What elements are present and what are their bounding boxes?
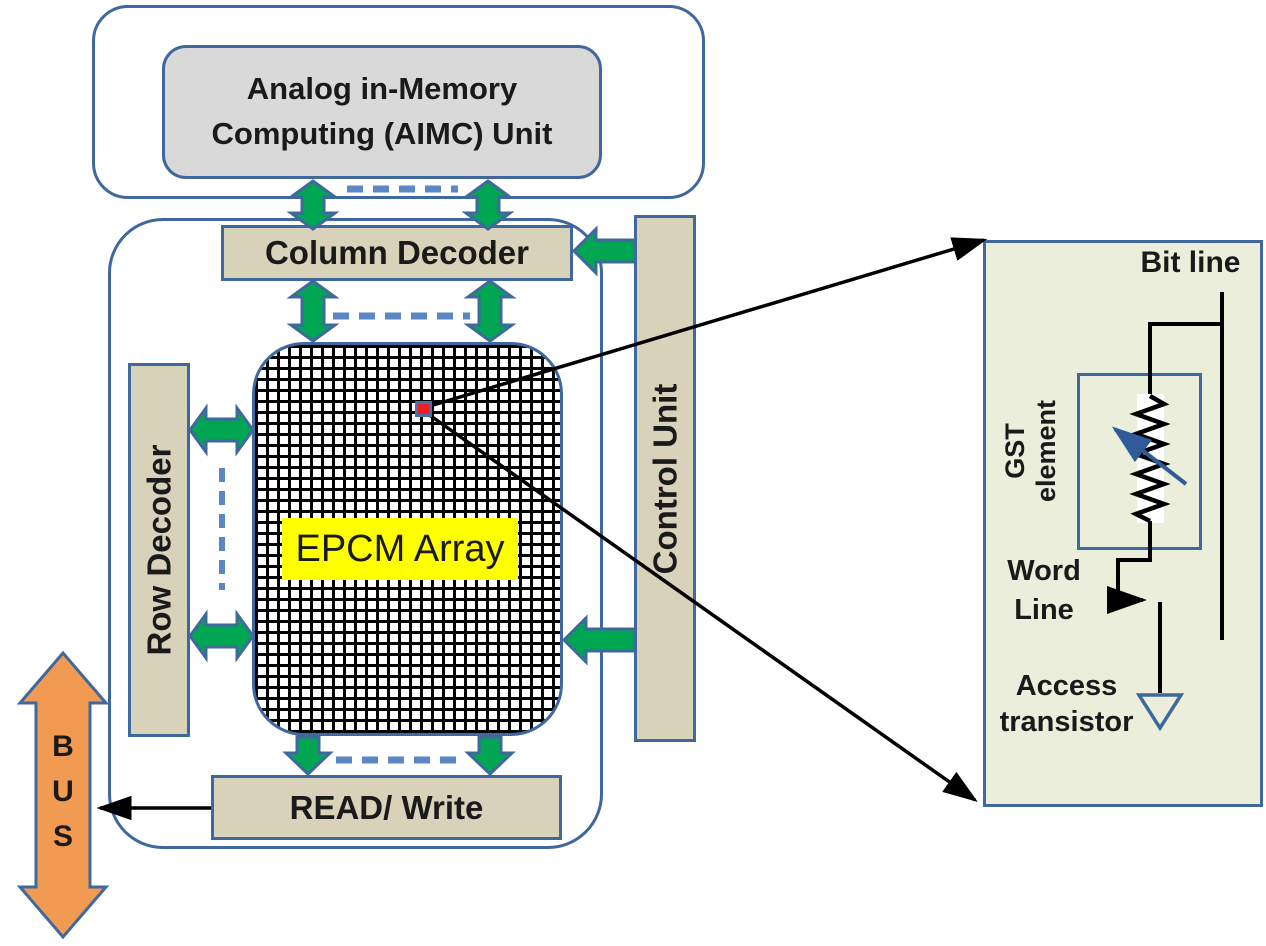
access-transistor-label: Access transistor (999, 670, 1134, 739)
bus-letter-s: S (52, 820, 73, 853)
read-write-label: READ/ Write (289, 788, 484, 826)
column-decoder-block: Column Decoder (221, 225, 573, 281)
bus-letter-u: U (52, 775, 74, 808)
column-decoder-label: Column Decoder (264, 234, 530, 271)
row-decoder-block: Row Decoder (128, 363, 190, 737)
read-write-block: READ/ Write (211, 775, 562, 840)
gst-element-label: GST element (999, 399, 1061, 503)
word-line-label: Word Line (1007, 555, 1081, 627)
control-unit-label: Control Unit (646, 383, 683, 574)
row-decoder-label: Row Decoder (140, 444, 177, 656)
aimc-unit-label: Analog in-Memory Computing (AIMC) Unit (211, 71, 553, 151)
gst-element-label-wrap: GST element (951, 366, 1111, 536)
epcm-array-label-box: EPCM Array (282, 518, 518, 580)
epcm-array-label: EPCM Array (295, 527, 505, 570)
aimc-unit-block: Analog in-Memory Computing (AIMC) Unit (162, 45, 602, 179)
bus-letter-b: B (52, 730, 74, 763)
bit-line-label: Bit line (1140, 246, 1241, 279)
control-unit-block: Control Unit (634, 215, 696, 742)
bus-label: B U S (38, 730, 88, 854)
